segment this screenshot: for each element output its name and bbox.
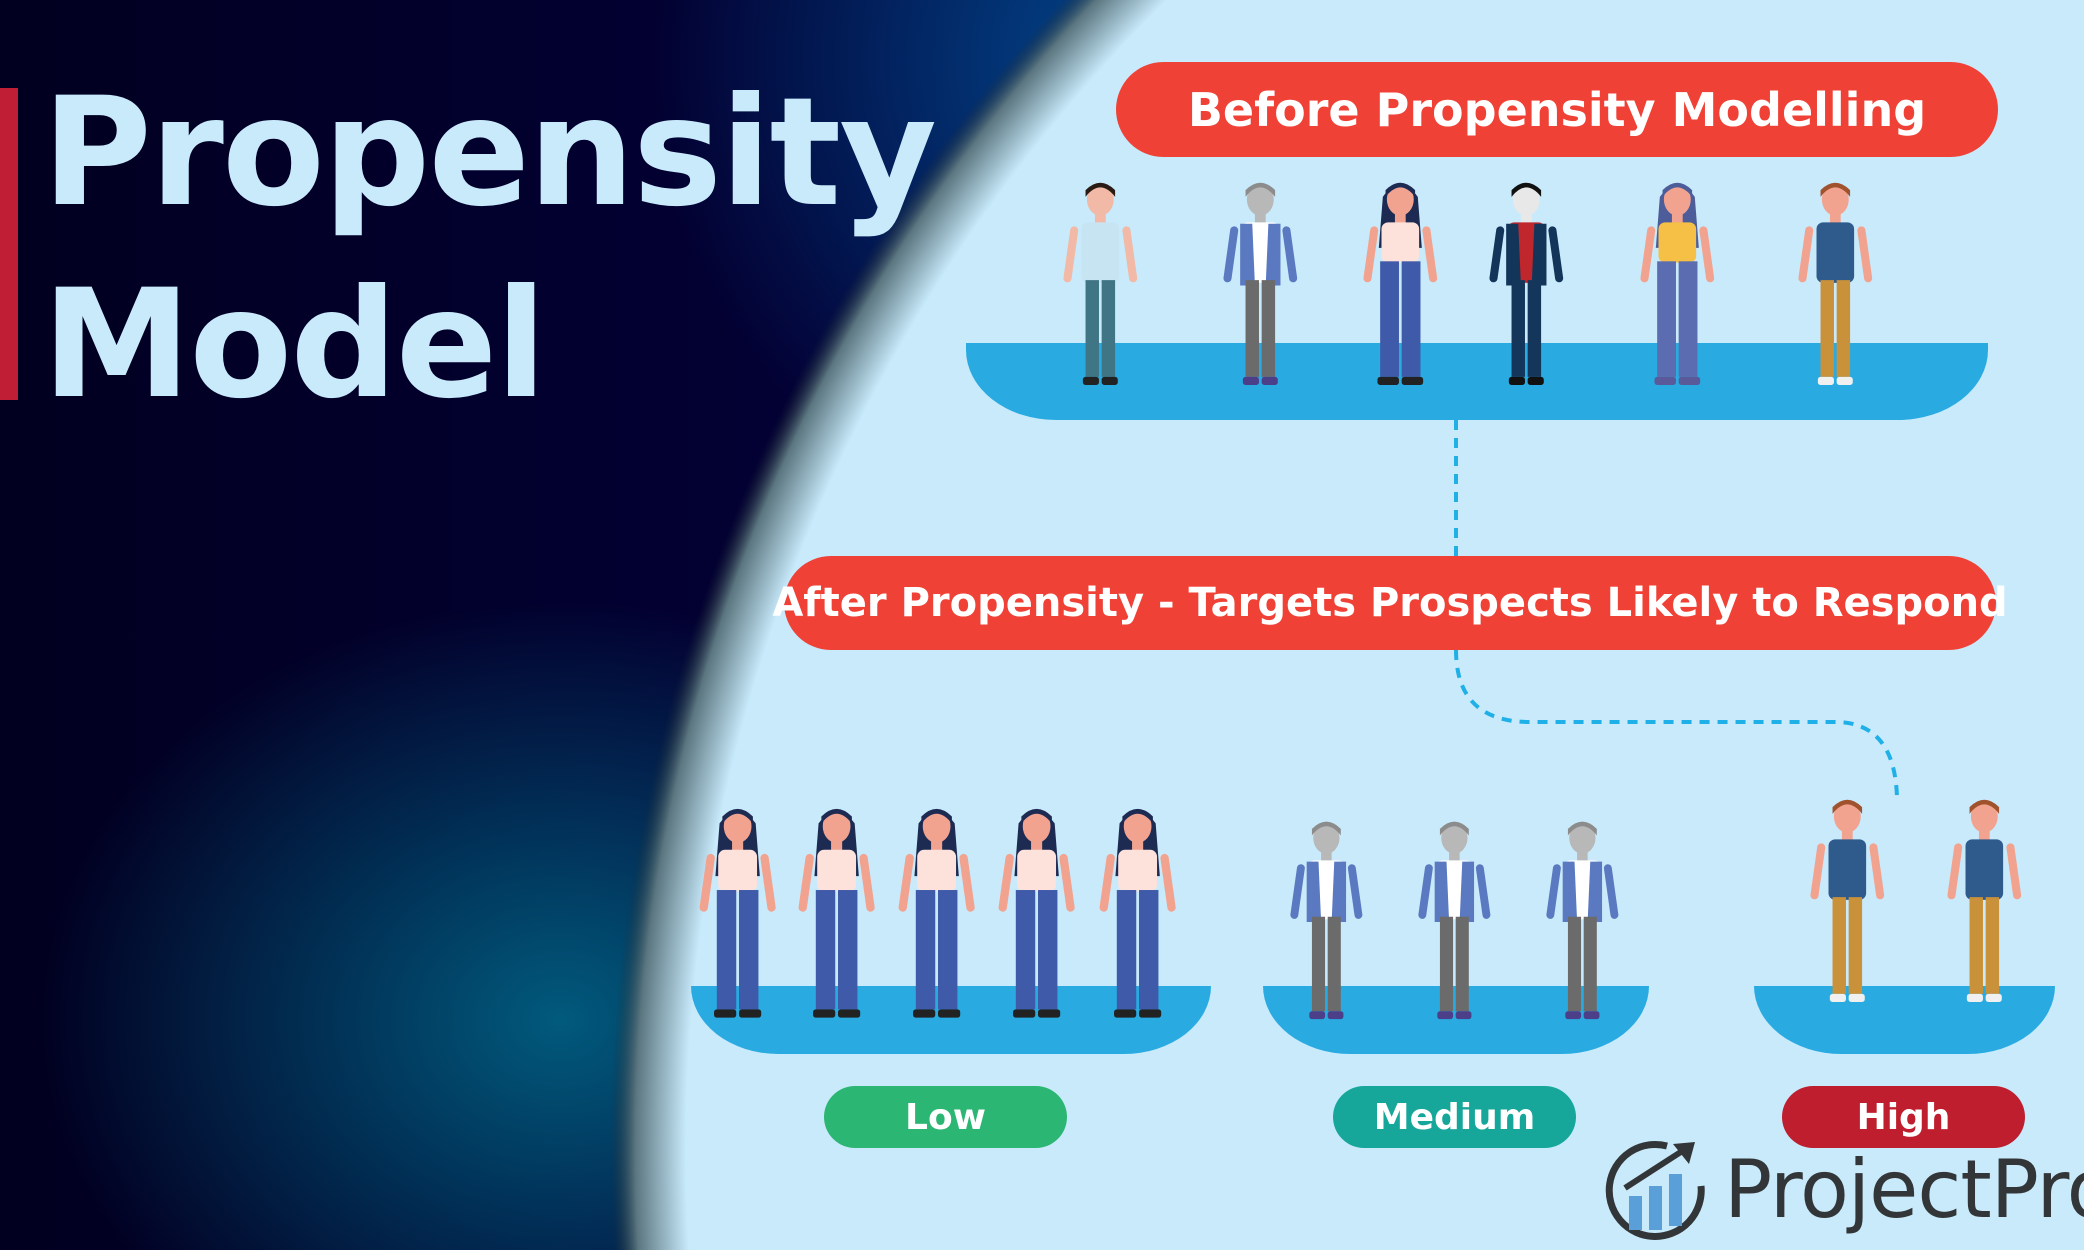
projectpro-logo-icon xyxy=(1605,1136,1709,1240)
page-title-line1: Propensity xyxy=(42,66,937,240)
after-label: After Propensity - Targets Prospects Lik… xyxy=(772,556,2008,650)
person-suit-man xyxy=(1486,178,1567,393)
person-low-woman xyxy=(895,804,978,1026)
page-title-line2: Model xyxy=(42,258,547,432)
person-high-denim-man xyxy=(1807,795,1888,1010)
person-blazer-man xyxy=(1220,178,1301,393)
person-casual-man xyxy=(1060,178,1141,393)
projectpro-logo-text: ProjectPro xyxy=(1724,1143,2084,1236)
low-badge: Low xyxy=(824,1086,1067,1148)
person-woman xyxy=(1360,178,1441,393)
person-denim-man xyxy=(1795,178,1876,393)
person-medium-blazer-man xyxy=(1287,817,1366,1027)
person-low-woman xyxy=(795,804,878,1026)
person-low-woman xyxy=(995,804,1078,1026)
person-low-woman xyxy=(1096,804,1179,1026)
high-platform xyxy=(1754,986,2055,1054)
person-yellow-woman xyxy=(1637,178,1718,393)
before-label: Before Propensity Modelling xyxy=(1116,62,1998,157)
connector-line-to-high xyxy=(1454,649,1899,799)
person-medium-blazer-man xyxy=(1415,817,1494,1027)
medium-badge: Medium xyxy=(1333,1086,1576,1148)
high-badge: High xyxy=(1782,1086,2025,1148)
person-low-woman xyxy=(696,804,779,1026)
person-high-denim-man xyxy=(1944,795,2025,1010)
title-accent-bar xyxy=(0,88,18,400)
person-medium-blazer-man xyxy=(1543,817,1622,1027)
